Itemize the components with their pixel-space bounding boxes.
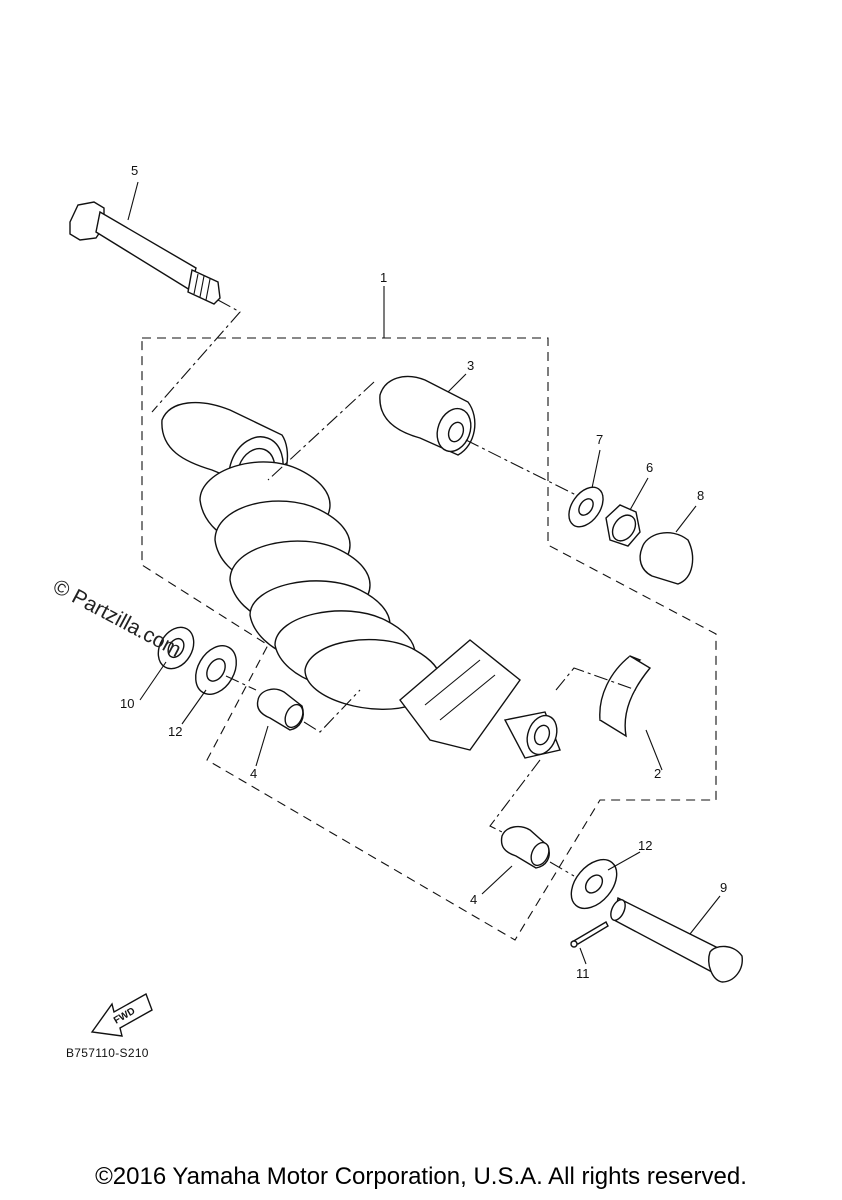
collar-part-3 (379, 375, 476, 456)
callout-4-upper: 4 (250, 766, 257, 781)
cap-part-8 (639, 531, 694, 585)
leader-collar-washer (465, 439, 579, 497)
diagram-code: B757110-S210 (66, 1046, 149, 1060)
callout-4-lower: 4 (470, 892, 477, 907)
leader-cover (555, 667, 637, 691)
callout-leaders (127, 181, 721, 965)
callout-6: 6 (646, 460, 653, 475)
leader-lower-washer (549, 861, 575, 877)
shock-absorber-body (161, 401, 561, 759)
bolt-part-5 (69, 201, 221, 305)
callout-11: 11 (576, 966, 590, 981)
fwd-arrow-icon: FWD (90, 992, 153, 1037)
collar-part-4-lower (500, 825, 550, 869)
callout-9: 9 (720, 880, 727, 895)
washer-part-12-right (570, 858, 618, 910)
callout-7: 7 (596, 432, 603, 447)
washer-part-10 (157, 626, 195, 670)
leader-collar-upper (267, 381, 375, 481)
leader-left-collar (225, 675, 361, 733)
cotter-pin-part-11 (570, 921, 609, 948)
callout-5: 5 (131, 163, 138, 178)
leader-lower-eye (489, 759, 541, 837)
washer-part-7 (568, 486, 604, 528)
pin-part-9 (610, 896, 743, 983)
callout-1: 1 (380, 270, 387, 285)
washer-part-12-left (195, 645, 237, 695)
collar-part-4-upper (256, 688, 304, 731)
callout-10: 10 (120, 696, 134, 711)
leader-bolt (151, 299, 241, 413)
copyright-notice: ©2016 Yamaha Motor Corporation, U.S.A. A… (95, 1163, 747, 1190)
callout-2: 2 (654, 766, 661, 781)
callout-3: 3 (467, 358, 474, 373)
assembly-boundary (141, 337, 717, 941)
nut-part-6 (605, 504, 641, 547)
callout-12-left: 12 (168, 724, 182, 739)
callout-8: 8 (697, 488, 704, 503)
cover-part-2 (599, 655, 652, 738)
callout-12-right: 12 (638, 838, 652, 853)
